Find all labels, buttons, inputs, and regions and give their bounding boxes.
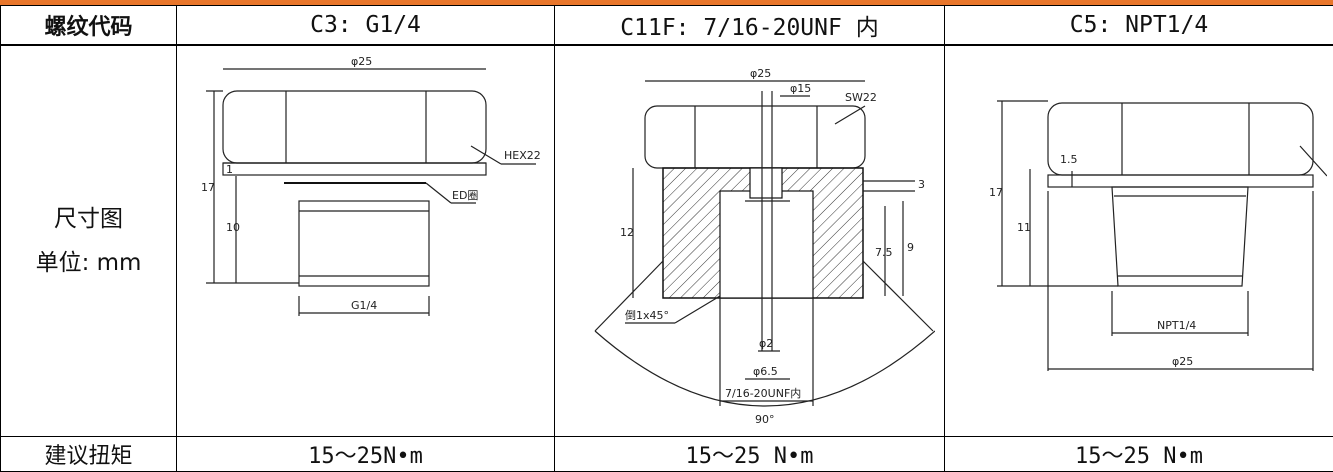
dimension-label-line2: 单位: mm <box>1 241 176 285</box>
c11f-h3-text: 3 <box>918 178 925 191</box>
thread-code-label: 螺纹代码 <box>1 6 177 46</box>
c11f-d2-text: φ2 <box>759 337 773 350</box>
c11f-h75-text: 7.5 <box>875 246 893 259</box>
torque-c5: 15～25 N•m <box>945 437 1333 472</box>
c5-thread-text: NPT1/4 <box>1157 319 1196 332</box>
drawing-cell-c5: 17 11 1.5 NPT1/4 φ25 <box>945 45 1333 437</box>
c11f-chamfer-text: 倒1x45° <box>625 309 669 322</box>
c11f-thread-text: 7/16-20UNF内 <box>725 386 801 400</box>
torque-label: 建议扭矩 <box>1 437 177 472</box>
c3-h1-text: 1 <box>226 163 233 176</box>
c5-h17-text: 17 <box>989 186 1003 199</box>
drawing-c11f: φ25 φ15 SW22 12 <box>565 51 935 431</box>
c5-dia-text: φ25 <box>1172 355 1193 368</box>
c3-h10-text: 10 <box>226 221 240 234</box>
drawing-cell-c11f: φ25 φ15 SW22 12 <box>555 45 945 437</box>
drawing-c3: φ25 G1/4 HEX22 <box>186 51 546 431</box>
c3-thread-text: G1/4 <box>351 299 377 312</box>
drawing-cell-c3: φ25 G1/4 HEX22 <box>177 45 555 437</box>
c3-hex-text: HEX22 <box>504 149 541 162</box>
col-header-c3: C3: G1/4 <box>177 6 555 46</box>
dimension-label-line1: 尺寸图 <box>1 197 176 241</box>
c3-seal-text: ED圈 <box>452 189 478 202</box>
torque-c3: 15～25N•m <box>177 437 555 472</box>
col-header-c11f: C11F: 7/16-20UNF 内 <box>555 6 945 46</box>
thread-spec-table: 螺纹代码 C3: G1/4 C11F: 7/16-20UNF 内 C5: NPT… <box>0 5 1333 472</box>
torque-row: 建议扭矩 15～25N•m 15～25 N•m 15～25 N•m <box>1 437 1333 472</box>
col-header-c5: C5: NPT1/4 <box>945 6 1333 46</box>
c11f-h9-text: 9 <box>907 241 914 254</box>
c11f-h12-text: 12 <box>620 226 634 239</box>
c11f-angle-text: 90° <box>755 413 775 426</box>
c11f-sw-text: SW22 <box>845 91 877 104</box>
c3-h17-text: 17 <box>201 181 215 194</box>
c11f-dia-text: φ25 <box>750 67 771 80</box>
c11f-d15-text: φ15 <box>790 82 811 95</box>
c5-h15-text: 1.5 <box>1060 153 1078 166</box>
torque-c11f: 15～25 N•m <box>555 437 945 472</box>
drawing-c5: 17 11 1.5 NPT1/4 φ25 <box>952 51 1327 431</box>
c3-dia-text: φ25 <box>351 55 372 68</box>
dimension-row: 尺寸图 单位: mm φ25 <box>1 45 1333 437</box>
header-row: 螺纹代码 C3: G1/4 C11F: 7/16-20UNF 内 C5: NPT… <box>1 6 1333 46</box>
dimension-label: 尺寸图 单位: mm <box>1 45 177 437</box>
c11f-d65-text: φ6.5 <box>753 365 778 378</box>
c5-h11-text: 11 <box>1017 221 1031 234</box>
